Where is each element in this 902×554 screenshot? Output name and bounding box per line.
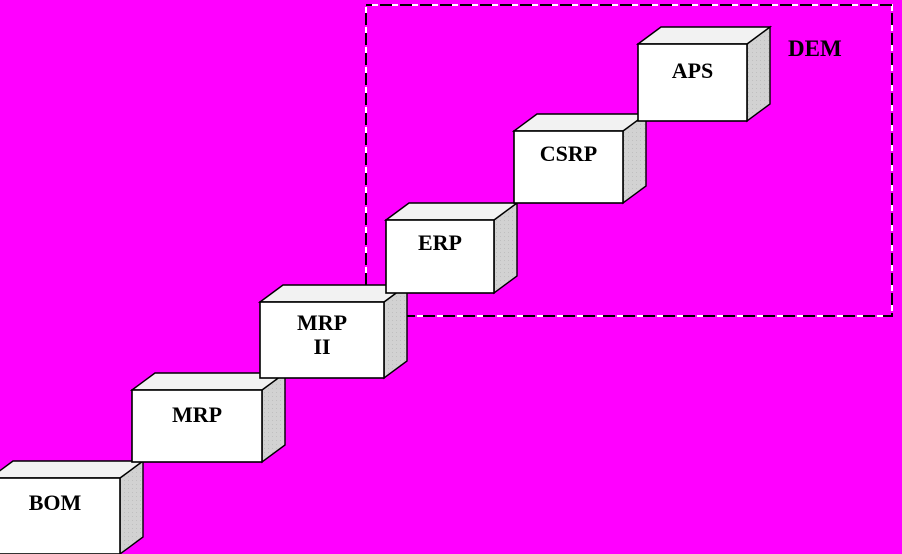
- step-box-csrp[interactable]: [511, 112, 649, 205]
- step-box-label-aps: APS: [671, 58, 714, 83]
- step-box-front-face: [513, 130, 624, 204]
- step-box-front-face: [0, 477, 121, 554]
- step-box-front-face: [385, 219, 495, 294]
- step-box-bom[interactable]: [0, 459, 146, 554]
- step-box-front-face: [259, 301, 385, 379]
- step-box-top-face: [511, 113, 649, 132]
- step-box-top-face: [257, 284, 410, 303]
- step-box-front-face: [637, 43, 748, 122]
- step-box-top-face: [383, 202, 520, 221]
- dem-region-rect: [365, 4, 893, 317]
- step-box-label-bom: BOM: [28, 490, 82, 515]
- step-box-erp[interactable]: [383, 201, 520, 295]
- step-box-top-face: [0, 460, 146, 479]
- step-box-top-face: [635, 26, 773, 45]
- step-box-label-mrp: MRP: [171, 402, 223, 427]
- step-boxes-group: [0, 25, 773, 554]
- step-box-mrp[interactable]: [129, 371, 288, 464]
- step-box-front-face: [131, 389, 263, 463]
- dem-region-label: DEM: [788, 36, 842, 61]
- step-box-aps[interactable]: [635, 25, 773, 123]
- step-box-label-mrp-ii: MRP II: [296, 310, 348, 360]
- step-box-label-csrp: CSRP: [539, 141, 598, 166]
- dem-region-boundary: [365, 4, 893, 317]
- step-box-label-erp: ERP: [418, 230, 462, 255]
